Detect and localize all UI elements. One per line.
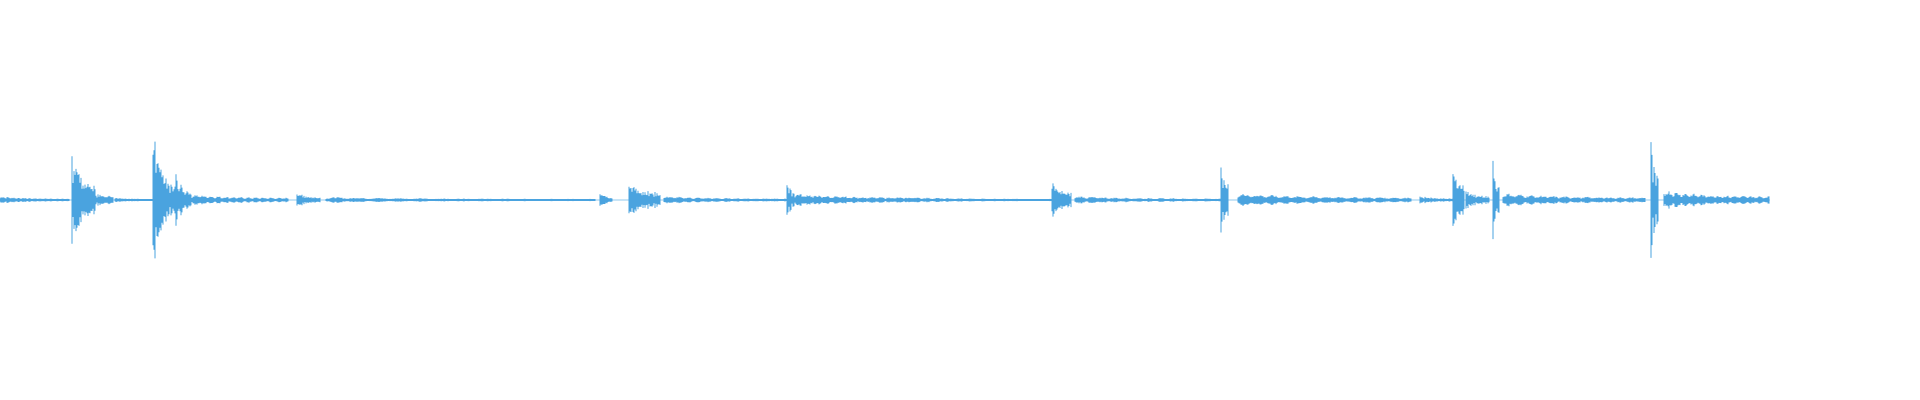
waveform-trace (0, 141, 1770, 259)
